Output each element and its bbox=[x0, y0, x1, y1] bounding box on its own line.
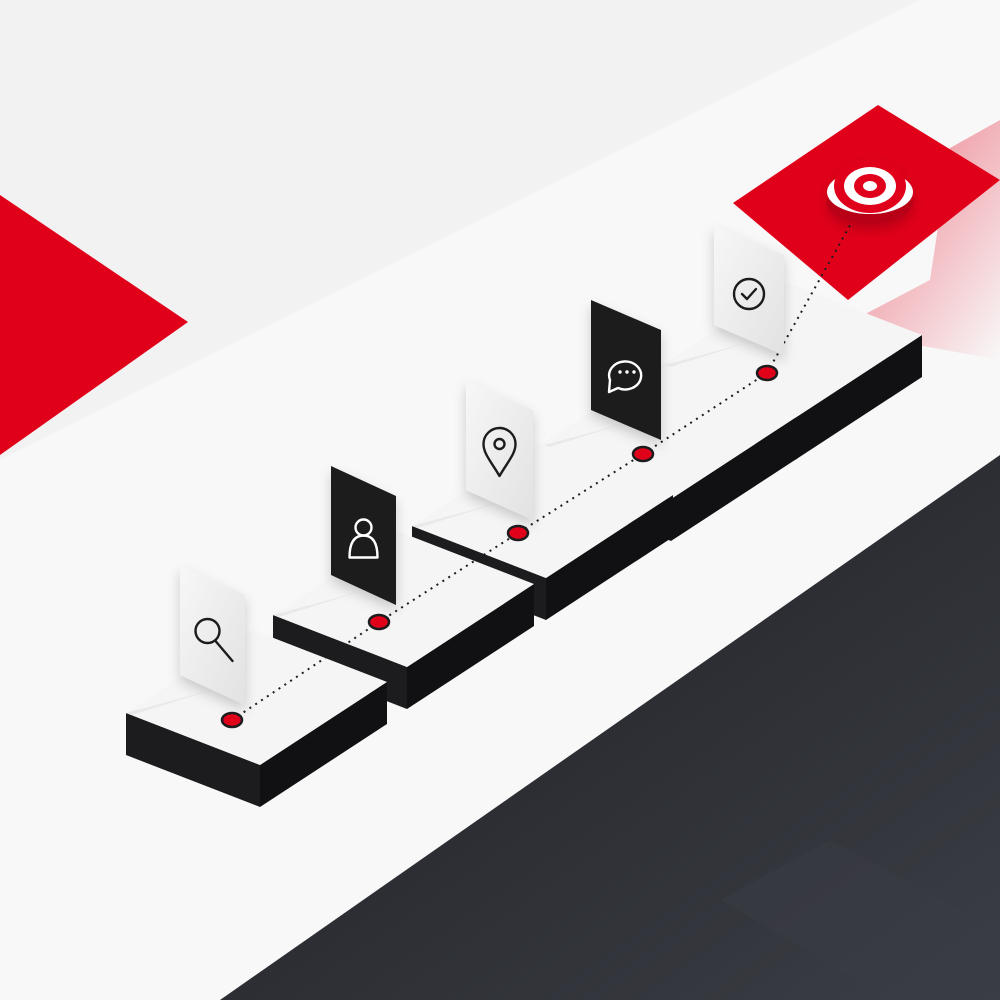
step-marker bbox=[755, 364, 779, 382]
step-marker bbox=[631, 445, 655, 463]
search-icon bbox=[194, 617, 234, 663]
goal-target bbox=[827, 159, 913, 224]
platform-notch bbox=[661, 342, 749, 368]
check-circle-icon bbox=[732, 277, 766, 311]
user-icon bbox=[348, 518, 379, 559]
platform-side-right bbox=[407, 584, 534, 709]
step-card bbox=[331, 466, 396, 605]
location-pin-icon bbox=[482, 426, 517, 478]
red-corner-plane bbox=[0, 195, 188, 455]
red-fade-plane bbox=[835, 120, 1000, 360]
platform-side-right bbox=[546, 495, 673, 620]
step-marker bbox=[506, 524, 530, 542]
platform-top bbox=[273, 532, 534, 667]
journey-path bbox=[231, 212, 858, 721]
platform-top bbox=[661, 283, 922, 418]
step-platform bbox=[126, 630, 387, 807]
platform-notch bbox=[126, 689, 214, 715]
step-marker bbox=[367, 613, 391, 631]
step-marker bbox=[220, 711, 244, 729]
step-card bbox=[591, 300, 661, 440]
card-face bbox=[714, 225, 784, 355]
chat-bubble-icon bbox=[607, 360, 643, 394]
platform-notch bbox=[412, 502, 500, 528]
platform-notch bbox=[537, 423, 625, 449]
card-face bbox=[180, 565, 245, 705]
platform-side-left bbox=[126, 713, 260, 807]
platform-side-right bbox=[795, 335, 922, 460]
step-card bbox=[180, 565, 245, 705]
platform-top bbox=[126, 630, 387, 765]
markers-layer bbox=[180, 225, 784, 729]
platform-notch bbox=[273, 591, 361, 617]
target-icon bbox=[834, 159, 906, 213]
steps-layer bbox=[126, 283, 922, 807]
platform-top bbox=[412, 443, 673, 578]
platform-top bbox=[537, 364, 798, 499]
step-card bbox=[714, 225, 784, 355]
platform-side-right bbox=[260, 682, 387, 807]
platform-side-right bbox=[671, 416, 798, 541]
step-card bbox=[466, 380, 533, 520]
dark-floor-shade bbox=[720, 840, 1000, 1000]
card-face bbox=[591, 300, 661, 440]
